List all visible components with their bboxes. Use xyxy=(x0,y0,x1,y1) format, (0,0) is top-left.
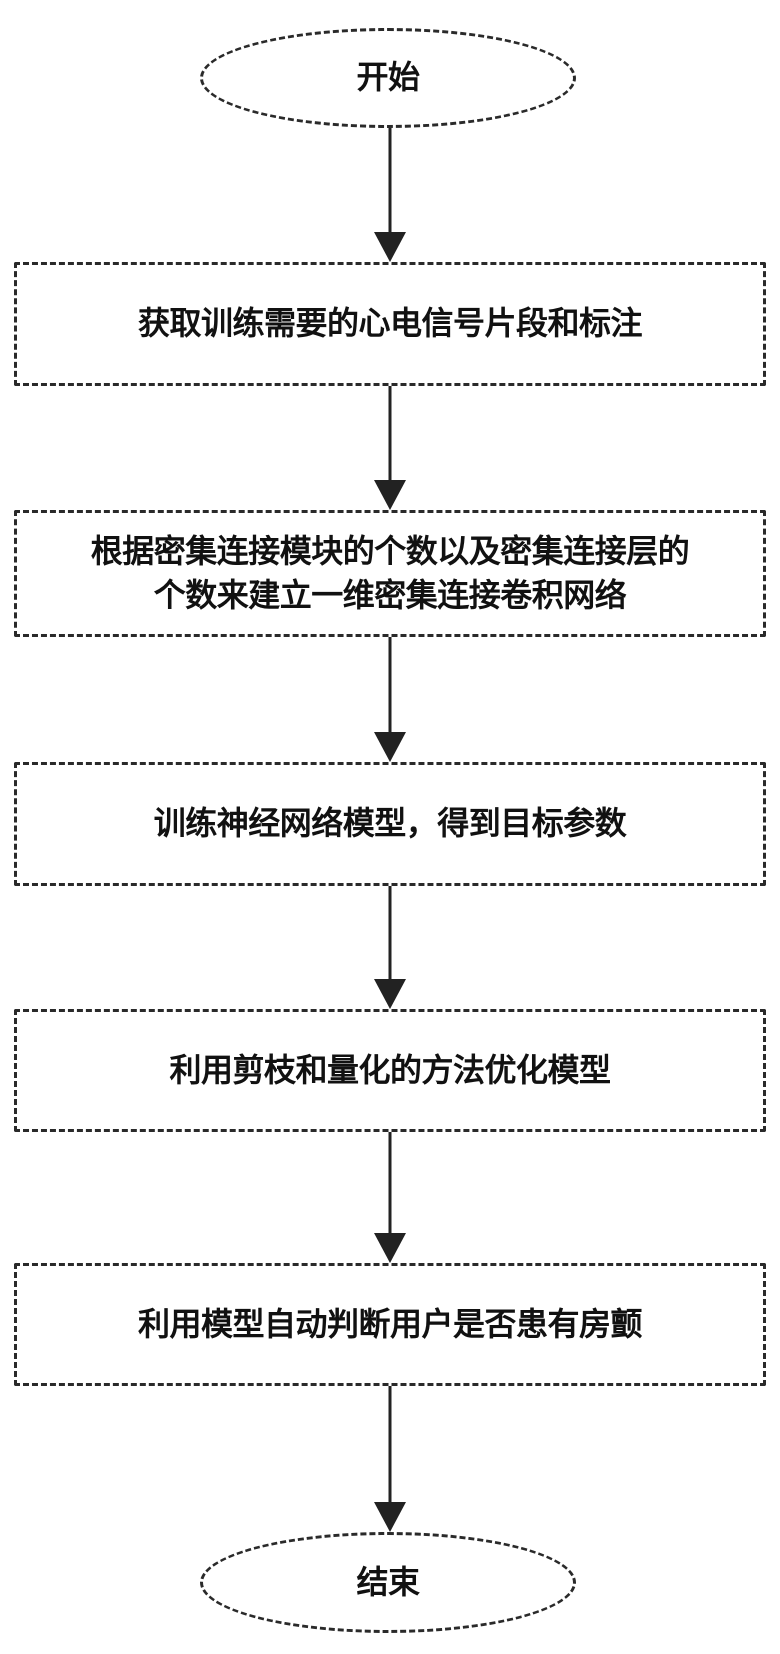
arrow-step5-to-end xyxy=(374,1386,406,1532)
step-2-label-line-2: 个数来建立一维密集连接卷积网络 xyxy=(154,574,627,617)
step-3-box: 训练神经网络模型，得到目标参数 xyxy=(14,762,766,886)
end-label: 结束 xyxy=(356,1561,419,1604)
step-4-box: 利用剪枝和量化的方法优化模型 xyxy=(14,1009,766,1132)
step-2-label-line-1: 根据密集连接模块的个数以及密集连接层的 xyxy=(91,530,690,573)
step-4-label: 利用剪枝和量化的方法优化模型 xyxy=(169,1049,610,1092)
arrow-step3-to-step4 xyxy=(374,886,406,1009)
step-5-label: 利用模型自动判断用户是否患有房颤 xyxy=(138,1303,642,1346)
end-node: 结束 xyxy=(200,1532,576,1633)
start-label: 开始 xyxy=(356,56,419,99)
step-5-box: 利用模型自动判断用户是否患有房颤 xyxy=(14,1263,766,1386)
arrow-start-to-step1 xyxy=(374,128,406,262)
arrow-step4-to-step5 xyxy=(374,1132,406,1263)
start-node: 开始 xyxy=(200,28,576,128)
step-1-box: 获取训练需要的心电信号片段和标注 xyxy=(14,262,766,386)
arrow-step2-to-step3 xyxy=(374,637,406,762)
step-2-box: 根据密集连接模块的个数以及密集连接层的 个数来建立一维密集连接卷积网络 xyxy=(14,510,766,637)
arrow-step1-to-step2 xyxy=(374,386,406,510)
step-1-label: 获取训练需要的心电信号片段和标注 xyxy=(138,302,642,345)
step-3-label: 训练神经网络模型，得到目标参数 xyxy=(154,802,627,845)
